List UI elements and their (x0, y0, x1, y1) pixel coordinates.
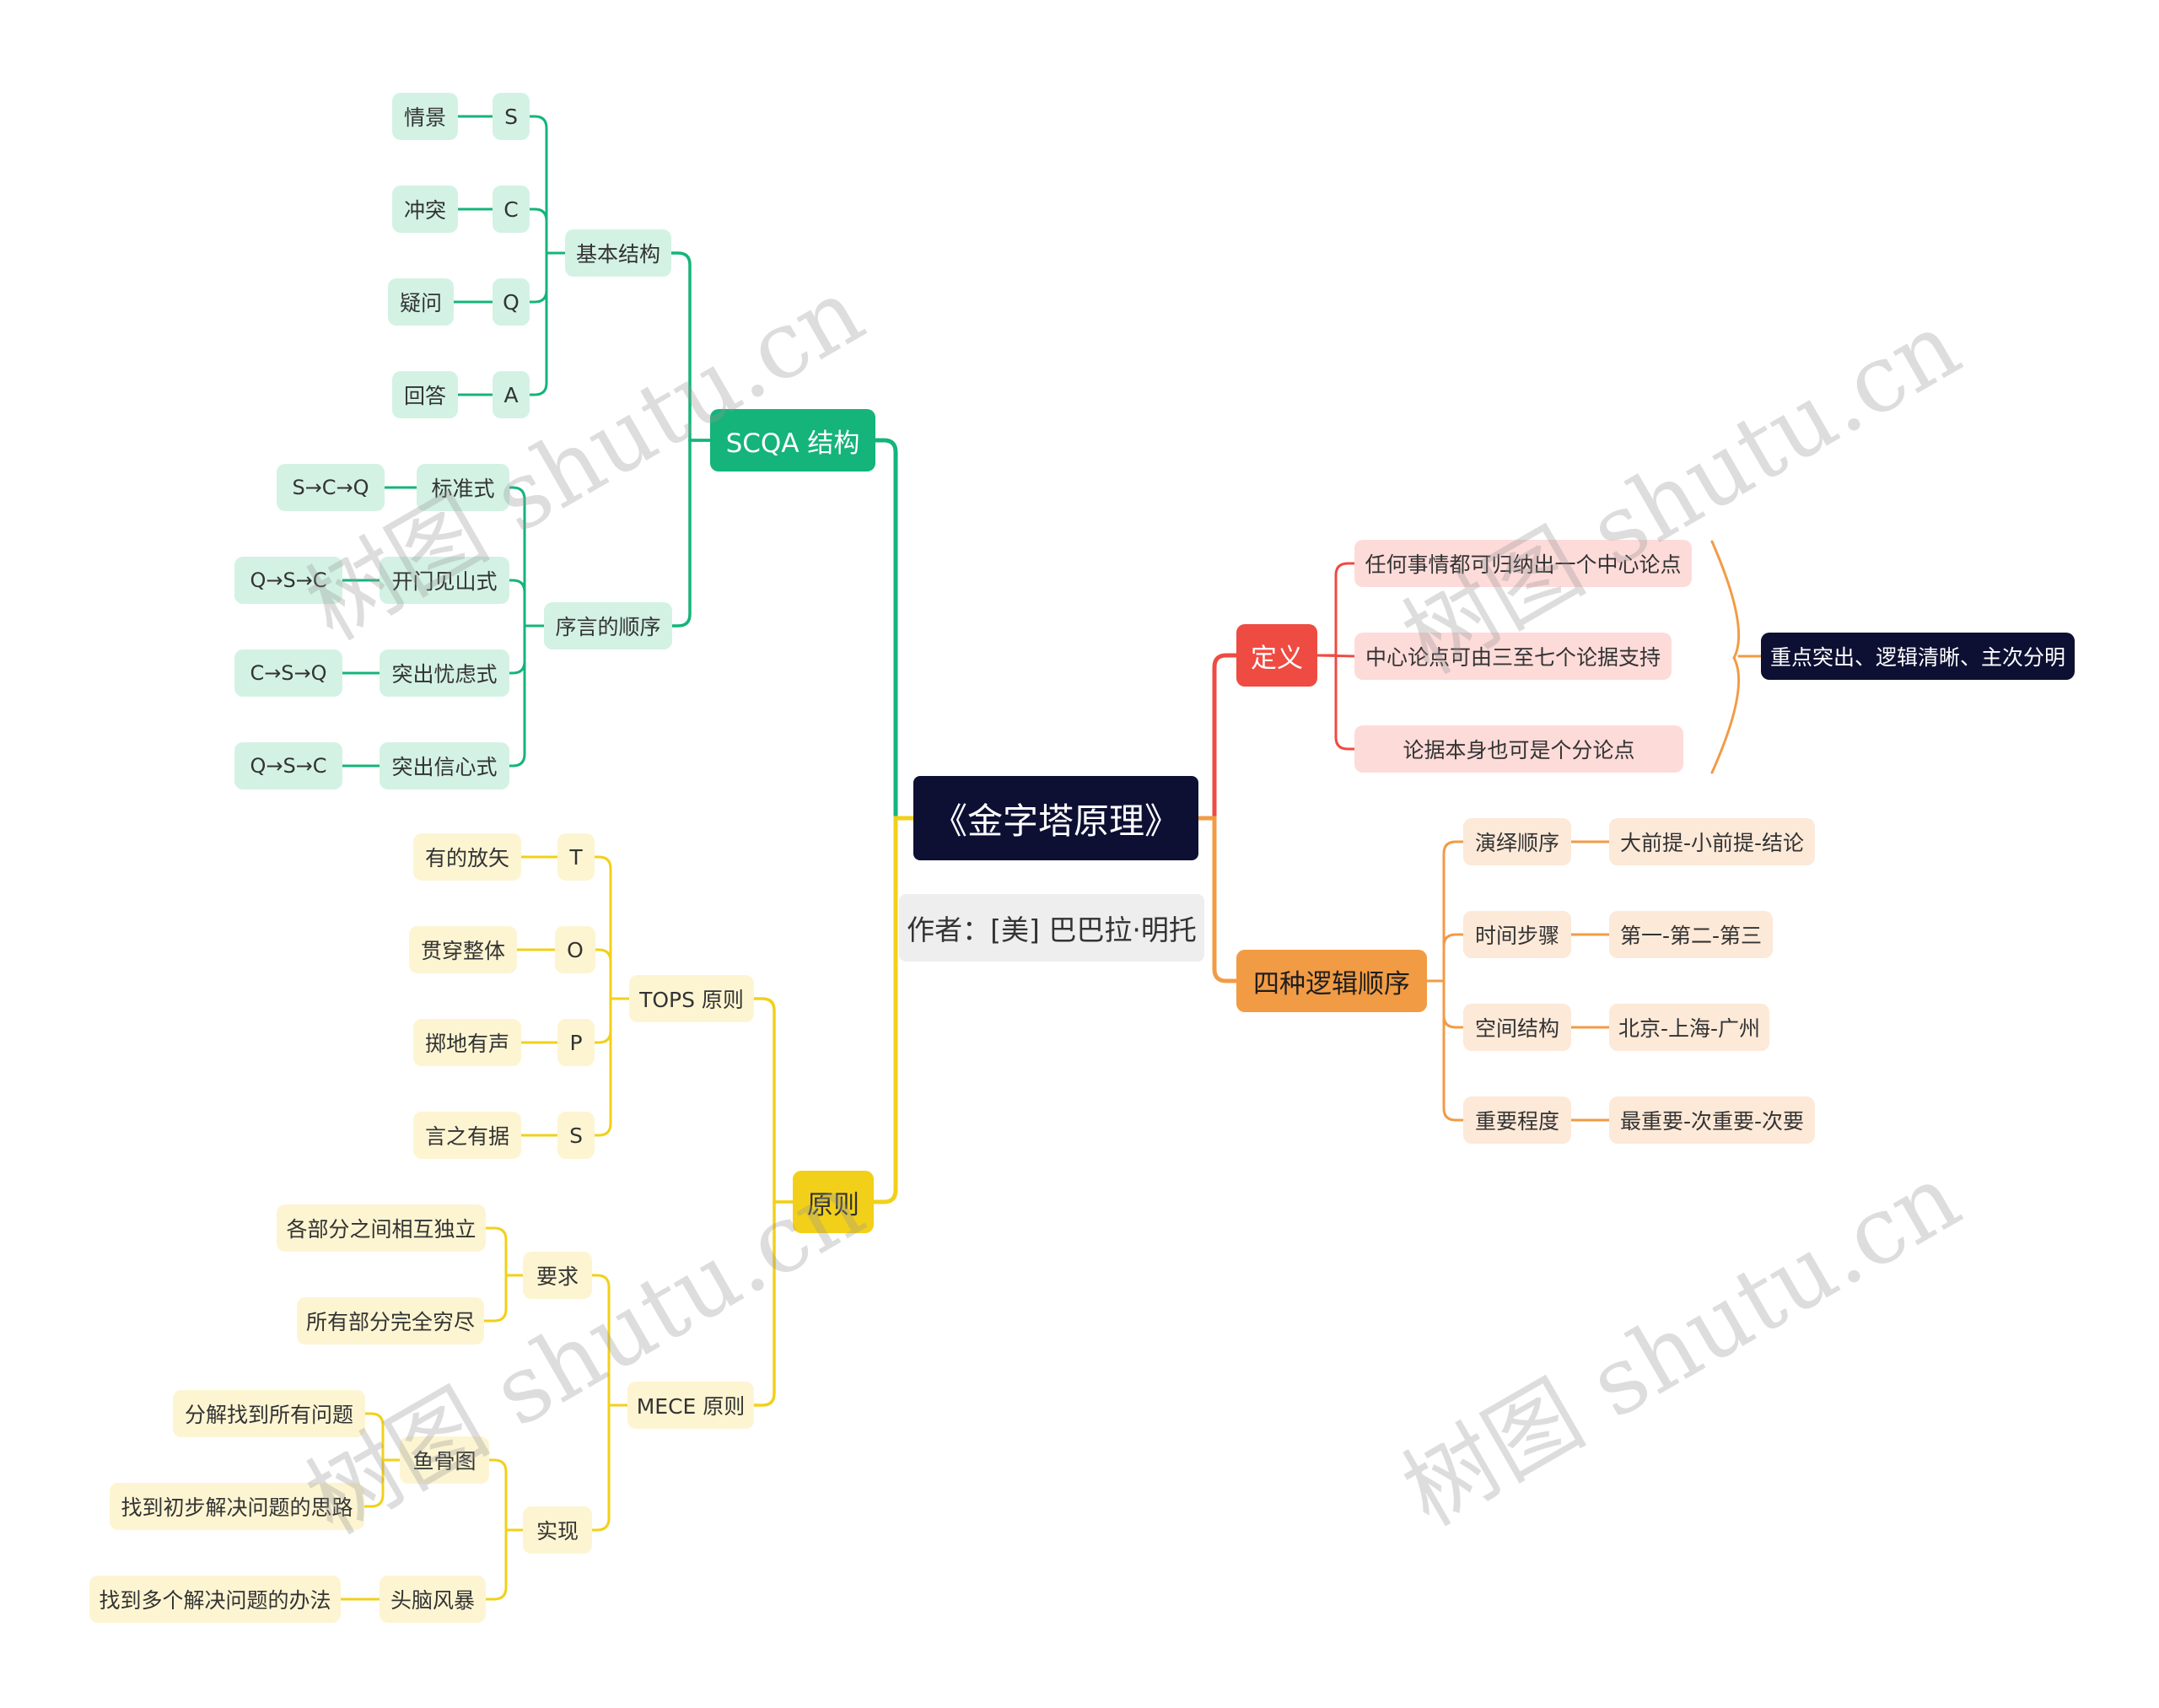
seq-direct[interactable]: Q→S→C (234, 557, 342, 604)
connector-tops-tS (593, 997, 631, 1137)
order-standard[interactable]: 标准式 (417, 464, 509, 511)
definition-summary-bracket (1710, 540, 1741, 774)
connector-def-d3 (1316, 654, 1356, 751)
principle-mece[interactable]: MECE 原则 (627, 1382, 754, 1429)
brainstorm-solutions[interactable]: 找到多个解决问题的办法 (89, 1576, 341, 1623)
connector-scqa-basic (670, 251, 712, 442)
tops-meaning-s[interactable]: 言之有据 (413, 1112, 521, 1159)
branch-principles[interactable]: 原则 (793, 1171, 874, 1233)
logic-importance-example[interactable]: 最重要-次重要-次要 (1609, 1096, 1815, 1144)
connector-fish-f1 (363, 1412, 401, 1462)
logic-deductive[interactable]: 演绎顺序 (1463, 818, 1571, 865)
letter-q[interactable]: Q (493, 278, 530, 326)
connector-fish-f2 (363, 1458, 401, 1508)
branch-logic-order[interactable]: 四种逻辑顺序 (1236, 950, 1427, 1012)
connector-basic-bA (528, 251, 567, 396)
fishbone-approach[interactable]: 找到初步解决问题的思路 (110, 1483, 364, 1530)
tops-letter-p[interactable]: P (557, 1019, 595, 1066)
connector-basic-bS (528, 115, 567, 255)
principle-tops[interactable]: TOPS 原则 (629, 975, 754, 1022)
seq-standard[interactable]: S→C→Q (277, 464, 385, 511)
branch-definition[interactable]: 定义 (1236, 624, 1317, 687)
order-concern[interactable]: 突出忧虑式 (380, 649, 509, 697)
logic-time[interactable]: 时间步骤 (1463, 911, 1571, 958)
connector-logic-l4 (1425, 979, 1465, 1122)
order-confidence[interactable]: 突出信心式 (380, 742, 509, 789)
connector-mece-req (590, 1274, 629, 1407)
realize-fishbone[interactable]: 鱼骨图 (400, 1436, 489, 1484)
definition-central-point[interactable]: 任何事情都可归纳出一个中心论点 (1354, 540, 1692, 587)
connector-logic-l2 (1425, 933, 1465, 983)
scqa-preface-order[interactable]: 序言的顺序 (544, 602, 672, 649)
connector-root-principles (871, 816, 916, 1204)
connector-order-o2 (508, 579, 546, 628)
connector-order-o1 (508, 486, 546, 628)
meaning-question[interactable]: 疑问 (388, 278, 454, 326)
seq-confidence[interactable]: Q→S→C (234, 742, 342, 789)
connector-def-d1 (1316, 562, 1356, 657)
seq-concern[interactable]: C→S→Q (234, 649, 342, 697)
connector-tops-tO (594, 948, 631, 1000)
logic-spatial[interactable]: 空间结构 (1463, 1004, 1571, 1051)
connector-logic-l1 (1425, 840, 1465, 983)
connector-root-definition (1196, 653, 1239, 821)
connector-real-brain (484, 1528, 525, 1601)
connector-mece-real (590, 1404, 629, 1532)
connector-root-scqa (873, 438, 916, 821)
logic-time-example[interactable]: 第一-第二-第三 (1609, 911, 1773, 958)
connector-order-o4 (508, 624, 546, 768)
scqa-basic-structure[interactable]: 基本结构 (565, 229, 671, 277)
definition-sub-point[interactable]: 论据本身也可是个分论点 (1354, 725, 1683, 773)
connector-req-r1 (484, 1226, 525, 1277)
connector-def-d2 (1316, 654, 1356, 658)
logic-spatial-example[interactable]: 北京-上海-广州 (1609, 1004, 1769, 1051)
requirement-exhaustive[interactable]: 所有部分完全穷尽 (297, 1297, 484, 1344)
connector-req-r2 (482, 1274, 525, 1323)
tops-meaning-o[interactable]: 贯穿整体 (409, 926, 517, 973)
connector-basic-bQ (528, 251, 567, 304)
watermark: 树图 shutu.cn (1386, 1142, 1978, 1547)
meaning-complication[interactable]: 冲突 (392, 186, 458, 233)
meaning-answer[interactable]: 回答 (392, 371, 458, 418)
tops-letter-t[interactable]: T (557, 833, 595, 881)
mece-requirement[interactable]: 要求 (523, 1252, 592, 1299)
letter-s[interactable]: S (493, 93, 530, 140)
connector-tops-tP (593, 997, 631, 1044)
connector-scqa-order (670, 439, 712, 628)
meaning-situation[interactable]: 情景 (392, 93, 458, 140)
requirement-independent[interactable]: 各部分之间相互独立 (277, 1204, 486, 1252)
logic-importance[interactable]: 重要程度 (1463, 1096, 1571, 1144)
connector-princ-mece (752, 1200, 794, 1407)
realize-brainstorm[interactable]: 头脑风暴 (380, 1576, 486, 1623)
author-label[interactable]: 作者：[美] 巴巴拉·明托 (899, 894, 1204, 962)
tops-letter-s[interactable]: S (557, 1112, 595, 1159)
connector-basic-bC (528, 207, 567, 255)
tops-meaning-t[interactable]: 有的放矢 (413, 833, 521, 881)
order-direct[interactable]: 开门见山式 (380, 557, 509, 604)
connector-logic-l3 (1425, 979, 1465, 1029)
tops-letter-o[interactable]: O (555, 926, 595, 973)
connector-tops-tT (593, 855, 631, 1000)
root-topic[interactable]: 《金字塔原理》 (913, 776, 1198, 860)
fishbone-decompose[interactable]: 分解找到所有问题 (173, 1390, 365, 1437)
definition-three-to-seven[interactable]: 中心论点可由三至七个论据支持 (1354, 633, 1672, 680)
connector-real-fish (487, 1458, 525, 1532)
mece-realize[interactable]: 实现 (523, 1506, 592, 1554)
letter-c[interactable]: C (493, 186, 530, 233)
tops-meaning-p[interactable]: 掷地有声 (413, 1019, 521, 1066)
connector-order-o3 (508, 624, 546, 675)
definition-summary[interactable]: 重点突出、逻辑清晰、主次分明 (1761, 633, 2075, 680)
letter-a[interactable]: A (493, 371, 530, 418)
logic-deductive-example[interactable]: 大前提-小前提-结论 (1609, 818, 1815, 865)
branch-scqa[interactable]: SCQA 结构 (710, 409, 875, 471)
connector-princ-tops (752, 997, 794, 1204)
